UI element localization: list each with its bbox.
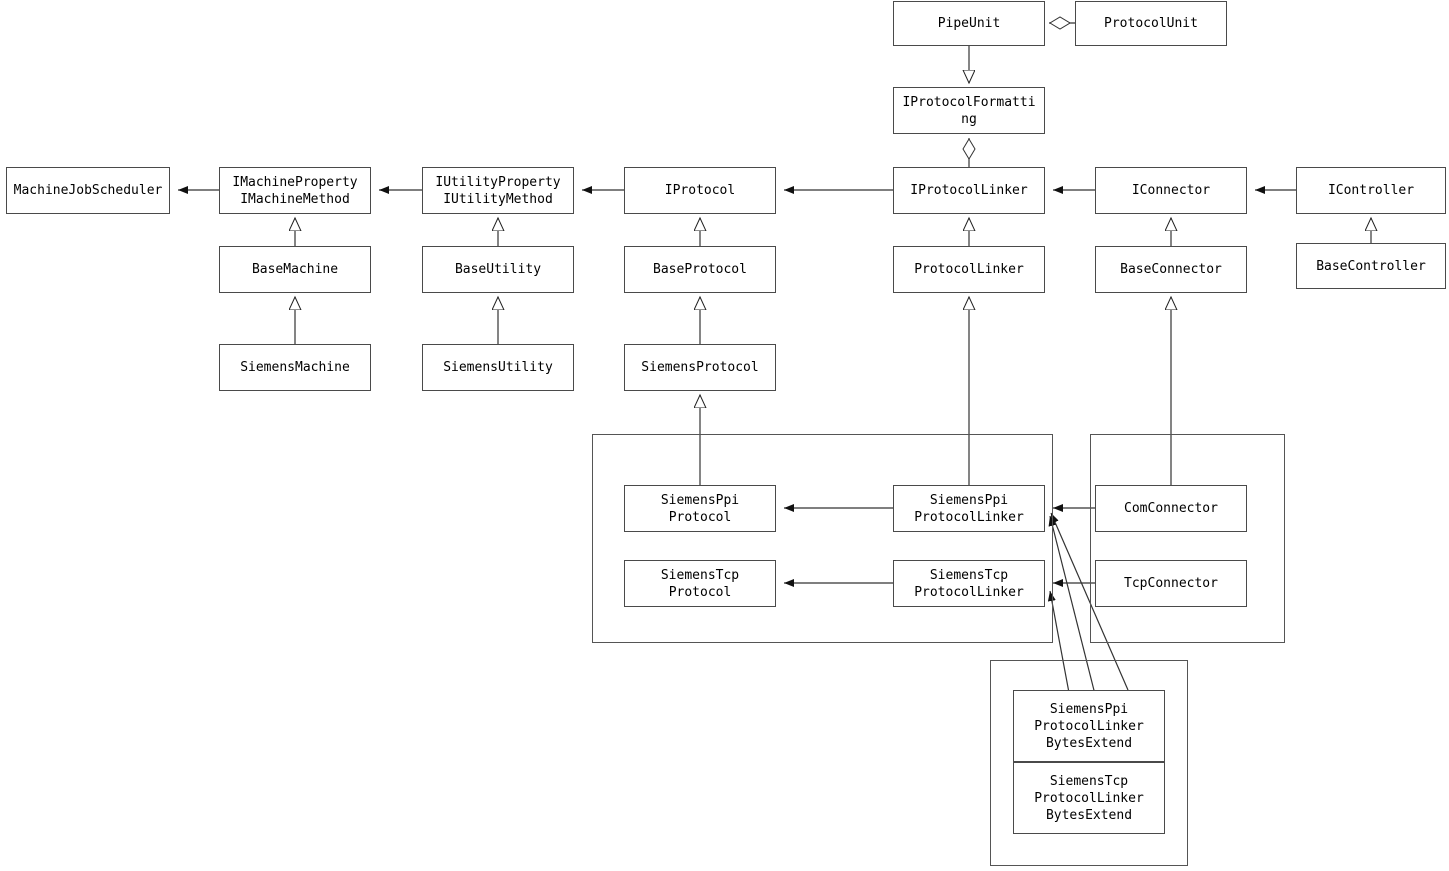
- class-box-pipeunit[interactable]: PipeUnit: [893, 1, 1045, 46]
- group-protocols: [592, 434, 1053, 643]
- class-box-icontroller[interactable]: IController: [1296, 167, 1446, 214]
- class-box-protocollinker[interactable]: ProtocolLinker: [893, 246, 1045, 293]
- class-box-siemenstcpprotocollinker[interactable]: SiemensTcp ProtocolLinker: [893, 560, 1045, 607]
- class-box-basemachine[interactable]: BaseMachine: [219, 246, 371, 293]
- class-box-baseconnector[interactable]: BaseConnector: [1095, 246, 1247, 293]
- class-box-imachineproperty[interactable]: IMachineProperty IMachineMethod: [219, 167, 371, 214]
- class-box-siemensppiprotocol[interactable]: SiemensPpi Protocol: [624, 485, 776, 532]
- class-box-comconnector[interactable]: ComConnector: [1095, 485, 1247, 532]
- class-box-iutilityproperty[interactable]: IUtilityProperty IUtilityMethod: [422, 167, 574, 214]
- class-box-iprotocolformatting[interactable]: IProtocolFormatti ng: [893, 87, 1045, 134]
- class-box-siemensprotocol[interactable]: SiemensProtocol: [624, 344, 776, 391]
- class-box-siemensppiprotocollinker[interactable]: SiemensPpi ProtocolLinker: [893, 485, 1045, 532]
- class-box-basecontroller[interactable]: BaseController: [1296, 243, 1446, 289]
- class-box-iprotocollinker[interactable]: IProtocolLinker: [893, 167, 1045, 214]
- class-box-tcpconnector[interactable]: TcpConnector: [1095, 560, 1247, 607]
- class-box-iconnector[interactable]: IConnector: [1095, 167, 1247, 214]
- class-box-siemensmachine[interactable]: SiemensMachine: [219, 344, 371, 391]
- class-box-protocolunit[interactable]: ProtocolUnit: [1075, 1, 1227, 46]
- class-box-siemensutility[interactable]: SiemensUtility: [422, 344, 574, 391]
- class-box-baseprotocol[interactable]: BaseProtocol: [624, 246, 776, 293]
- group-connectors: [1090, 434, 1285, 643]
- class-box-siemenstcpprotocollinkerbytesextend[interactable]: SiemensTcp ProtocolLinker BytesExtend: [1013, 762, 1165, 834]
- class-box-siemensppiprotocollinkerbytesextend[interactable]: SiemensPpi ProtocolLinker BytesExtend: [1013, 690, 1165, 762]
- class-box-baseutility[interactable]: BaseUtility: [422, 246, 574, 293]
- class-box-siemenstcpprotocol[interactable]: SiemensTcp Protocol: [624, 560, 776, 607]
- class-box-iprotocol[interactable]: IProtocol: [624, 167, 776, 214]
- class-box-machinejobscheduler[interactable]: MachineJobScheduler: [6, 167, 170, 214]
